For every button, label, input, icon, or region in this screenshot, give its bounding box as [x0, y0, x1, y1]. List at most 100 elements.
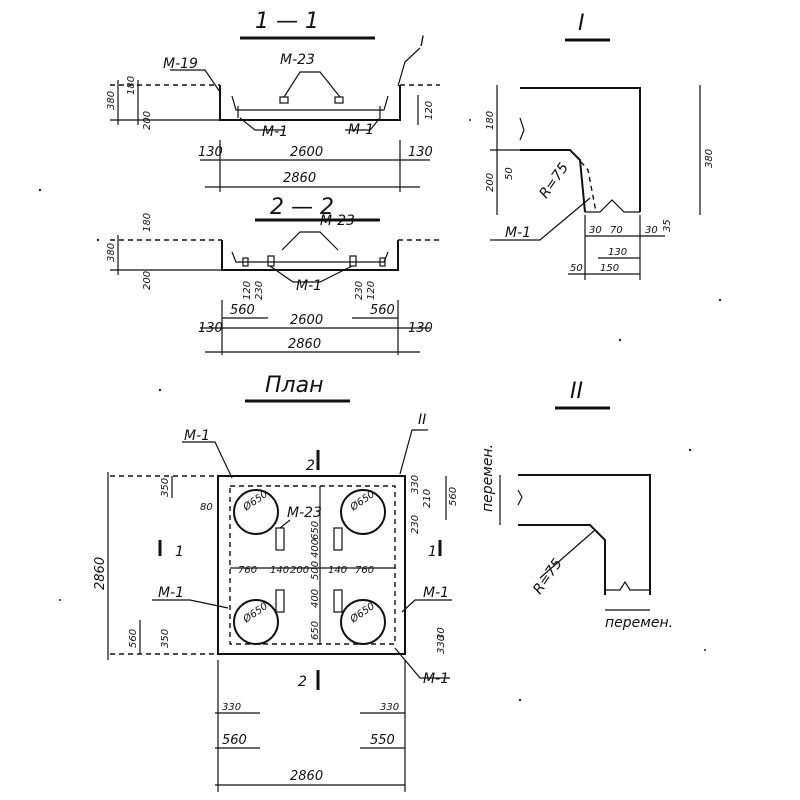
detail-II-outer [518, 474, 651, 595]
detail-I-200: 200 [485, 173, 496, 192]
detail-I: I 180 200 380 50 35 R=75 М-1 30 70 30 13… [485, 11, 715, 280]
label-2-2-m1: М-1 [296, 278, 322, 294]
dim-2-2-200: 200 [142, 271, 153, 290]
dim-2-2-130-right: 130 [408, 321, 433, 336]
plan-dim-140-l: 140 [270, 565, 289, 576]
plan-label-m1-right: М-1 [423, 585, 449, 601]
label-m1-left: М-1 [262, 124, 288, 140]
detail-II-title: II [570, 379, 583, 404]
hole-bottom-left [233, 599, 279, 645]
label-m19: М-19 [163, 56, 198, 72]
plan-dim-350-top: 350 [160, 478, 171, 497]
label-m1-right: М-1 [348, 122, 374, 138]
dim-2-2-2860: 2860 [288, 337, 321, 352]
detail-I-title: I [578, 11, 585, 36]
plan-dim-2860-v: 2860 [93, 557, 108, 590]
dim-1-1-380: 380 [106, 91, 117, 110]
plan-dim-550: 550 [370, 733, 395, 748]
label-2-2-m23: М-23 [320, 213, 355, 229]
detail-I-m1: М-1 [505, 225, 531, 241]
detail-II-radius: R=75 [530, 556, 566, 597]
dim-2-2-230-left: 230 [254, 281, 265, 300]
dim-1-1-2860: 2860 [283, 171, 316, 186]
plan-dim-80: 80 [200, 502, 213, 513]
dim-2-2-560-right: 560 [370, 303, 395, 318]
detail-I-30a: 30 [589, 225, 602, 236]
dim-1-1-200: 200 [142, 111, 153, 130]
section-1-1-outline [219, 85, 401, 121]
dim-1-1-120: 120 [424, 101, 435, 120]
plan-dim-140-r: 140 [328, 565, 347, 576]
detail-I-30b: 30 [645, 225, 658, 236]
dim-2-2-120-right: 120 [366, 281, 377, 300]
plan-dim-560-left: 560 [128, 629, 139, 648]
plan-dim-760-right: 760 [355, 565, 374, 576]
detail-I-50b: 50 [570, 263, 583, 274]
plan-outline [217, 475, 406, 655]
plan-section-mark-bottom: 2 [298, 674, 307, 690]
plan-title: План [265, 373, 323, 398]
plan-dim-760-left: 760 [238, 565, 257, 576]
detail-I-380: 380 [704, 149, 715, 168]
plan-label-m1-top: М-1 [184, 428, 210, 444]
dim-1-1-2600: 2600 [290, 145, 323, 160]
scan-noise [38, 119, 722, 702]
dim-2-2-230-right: 230 [354, 281, 365, 300]
hole-label-1: Ø650 [240, 488, 270, 514]
dim-1-1-130-left: 130 [198, 145, 223, 160]
plan-section-mark-top: 2 [306, 458, 315, 474]
hole-label-2: Ø650 [347, 488, 377, 514]
detail-I-70: 70 [610, 225, 623, 236]
dim-1-1-180: 180 [126, 76, 137, 95]
detail-I-150: 150 [600, 263, 619, 274]
plan-view: План Ø650 Ø650 Ø650 Ø650 М-23 2 2 1 1 [93, 373, 459, 792]
plan-label-m23: М-23 [287, 505, 322, 521]
plan-dim-560-bottom: 560 [222, 733, 247, 748]
hole-top-right [340, 489, 386, 535]
detail-II-label-vert: перемен. [480, 444, 496, 512]
section-1-1: 1 — 1 М-19 М-23 М-1 М-1 I 380 180 200 12… [106, 9, 440, 192]
detail-I-radius: R=75 [536, 160, 572, 201]
plan-dim-210: 210 [422, 489, 433, 508]
plan-dim-350-bottom: 350 [160, 629, 171, 648]
section-2-2-title: 2 — 2 [270, 195, 334, 220]
dim-1-1-130-right: 130 [408, 145, 433, 160]
plan-dim-500: 500 [310, 561, 321, 580]
plan-dim-400-top: 400 [310, 539, 321, 558]
plan-dim-330-right: 330 [410, 475, 421, 494]
plan-section-mark-right: 1 [428, 544, 437, 560]
plan-label-m1-bottom: М-1 [423, 671, 449, 687]
dim-2-2-130-left: 130 [198, 321, 223, 336]
dim-2-2-560-left: 560 [230, 303, 255, 318]
detail-I-130: 130 [608, 247, 627, 258]
detail-I-180: 180 [485, 111, 496, 130]
label-m23: М-23 [280, 52, 315, 68]
plan-dim-200: 200 [290, 565, 309, 576]
hole-bottom-right [340, 599, 386, 645]
plan-section-mark-left: 1 [175, 544, 184, 560]
callout-I: I [420, 34, 424, 50]
section-2-2-outline [221, 240, 399, 271]
plan-label-m1-left: М-1 [158, 585, 184, 601]
dim-2-2-2600: 2600 [290, 313, 323, 328]
plan-dim-650-top: 650 [310, 521, 321, 540]
section-2-2: 2 — 2 М-23 М-1 380 180 200 120 230 230 1… [106, 195, 440, 355]
plan-dim-30: 30 [436, 627, 447, 640]
plan-dim-330-bl: 330 [222, 702, 241, 713]
plan-dim-650-bot: 650 [310, 621, 321, 640]
section-1-1-rebar [231, 95, 389, 111]
plan-callout-II: II [418, 412, 426, 428]
section-1-1-title: 1 — 1 [255, 9, 319, 34]
plan-rebar-outline [229, 485, 396, 645]
detail-I-35: 35 [662, 219, 673, 232]
detail-II-inner [518, 524, 606, 595]
detail-I-50: 50 [504, 167, 515, 180]
dim-2-2-380: 380 [106, 243, 117, 262]
detail-II: II R=75 перемен. перемен. [480, 379, 673, 631]
plan-dim-330-br: 330 [380, 702, 399, 713]
dim-2-2-180: 180 [142, 213, 153, 232]
dim-2-2-120-left: 120 [242, 281, 253, 300]
hole-top-left [233, 489, 279, 535]
